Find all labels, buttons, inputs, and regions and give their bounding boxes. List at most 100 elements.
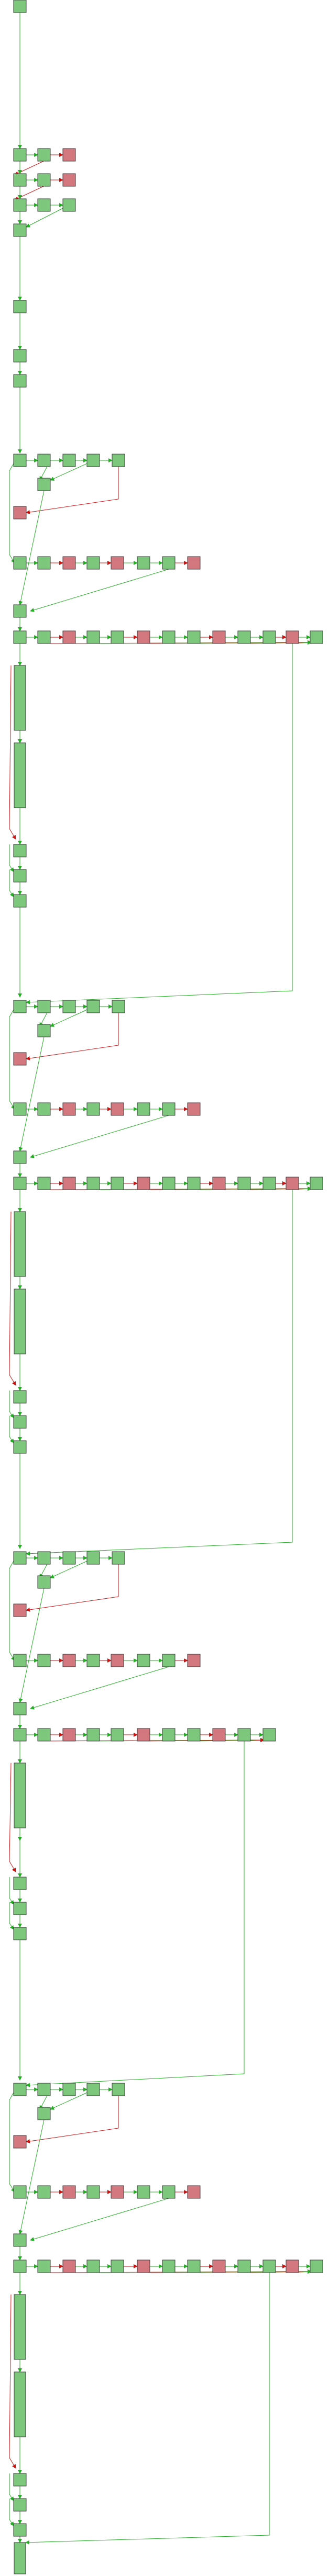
fail-node[interactable] [286,630,299,644]
fail-node[interactable] [212,630,226,644]
ok-node[interactable] [13,2473,27,2487]
ok-node[interactable] [13,198,27,212]
fail-node[interactable] [212,1728,226,1742]
ok-node[interactable] [13,1102,27,1116]
ok-node[interactable] [62,198,76,212]
ok-node[interactable] [162,1102,176,1116]
ok-node[interactable] [187,2259,201,2273]
ok-node[interactable] [13,2185,27,2199]
ok-node[interactable] [37,1728,51,1742]
ok-node[interactable] [13,2523,27,2537]
ok-node[interactable] [13,844,27,857]
fail-node[interactable] [13,1052,27,1066]
fail-node[interactable] [137,1177,150,1190]
ok-node[interactable] [86,1000,100,1013]
ok-node[interactable] [62,454,76,467]
ok-node[interactable] [310,630,323,644]
ok-node[interactable] [62,2083,76,2096]
ok-node[interactable] [13,1415,27,1429]
fail-node[interactable] [62,1177,76,1190]
ok-node[interactable] [37,2185,51,2199]
ok-node[interactable] [13,1150,27,1164]
ok-node[interactable] [262,2259,276,2273]
ok-node[interactable] [14,1211,26,1277]
fail-node[interactable] [187,1654,201,1667]
ok-node[interactable] [14,1762,26,1828]
ok-node[interactable] [13,2083,27,2096]
ok-node[interactable] [37,2083,51,2096]
ok-node[interactable] [13,454,27,467]
ok-node[interactable] [86,1551,100,1565]
ok-node[interactable] [13,1927,27,1940]
fail-node[interactable] [62,556,76,570]
ok-node[interactable] [86,630,100,644]
ok-node[interactable] [86,1177,100,1190]
ok-node[interactable] [13,173,27,187]
ok-node[interactable] [111,2259,124,2273]
ok-node[interactable] [37,1177,51,1190]
ok-node[interactable] [13,1902,27,1915]
ok-node[interactable] [13,2233,27,2247]
ok-node[interactable] [162,1654,176,1667]
ok-node[interactable] [262,630,276,644]
fail-node[interactable] [62,1654,76,1667]
ok-node[interactable] [37,1575,51,1589]
ok-node[interactable] [37,2259,51,2273]
fail-node[interactable] [111,1102,124,1116]
ok-node[interactable] [162,1728,176,1742]
ok-node[interactable] [13,1390,27,1404]
ok-node[interactable] [37,454,51,467]
ok-node[interactable] [14,1289,26,1354]
ok-node[interactable] [13,1000,27,1013]
ok-node[interactable] [187,1728,201,1742]
fail-node[interactable] [286,1177,299,1190]
ok-node[interactable] [111,1728,124,1742]
ok-node[interactable] [13,374,27,388]
ok-node[interactable] [237,1728,251,1742]
ok-node[interactable] [162,556,176,570]
ok-node[interactable] [13,894,27,908]
ok-node[interactable] [262,1177,276,1190]
fail-node[interactable] [111,1654,124,1667]
ok-node[interactable] [13,1877,27,1890]
fail-node[interactable] [62,2259,76,2273]
fail-node[interactable] [62,630,76,644]
ok-node[interactable] [86,454,100,467]
ok-node[interactable] [137,2185,150,2199]
ok-node[interactable] [137,1654,150,1667]
ok-node[interactable] [112,454,125,467]
ok-node[interactable] [37,148,51,162]
ok-node[interactable] [37,556,51,570]
ok-node[interactable] [13,869,27,883]
fail-node[interactable] [13,1603,27,1617]
ok-node[interactable] [237,2259,251,2273]
fail-node[interactable] [62,173,76,187]
ok-node[interactable] [13,1728,27,1742]
fail-node[interactable] [137,1728,150,1742]
fail-node[interactable] [187,1102,201,1116]
ok-node[interactable] [86,1728,100,1742]
ok-node[interactable] [37,1024,51,1037]
ok-node[interactable] [237,1177,251,1190]
ok-node[interactable] [37,2107,51,2120]
fail-node[interactable] [137,2259,150,2273]
ok-node[interactable] [237,630,251,644]
ok-node[interactable] [86,2185,100,2199]
ok-node[interactable] [13,1177,27,1190]
ok-node[interactable] [112,2083,125,2096]
ok-node[interactable] [86,1654,100,1667]
fail-node[interactable] [212,1177,226,1190]
ok-node[interactable] [14,2294,26,2360]
ok-node[interactable] [14,2371,26,2437]
ok-node[interactable] [310,2259,323,2273]
ok-node[interactable] [187,1177,201,1190]
ok-node[interactable] [37,1000,51,1013]
ok-node[interactable] [13,604,27,618]
fail-node[interactable] [111,2185,124,2199]
ok-node[interactable] [112,1000,125,1013]
fail-node[interactable] [286,2259,299,2273]
ok-node[interactable] [37,198,51,212]
fail-node[interactable] [187,556,201,570]
ok-node[interactable] [14,742,26,808]
ok-node[interactable] [13,630,27,644]
